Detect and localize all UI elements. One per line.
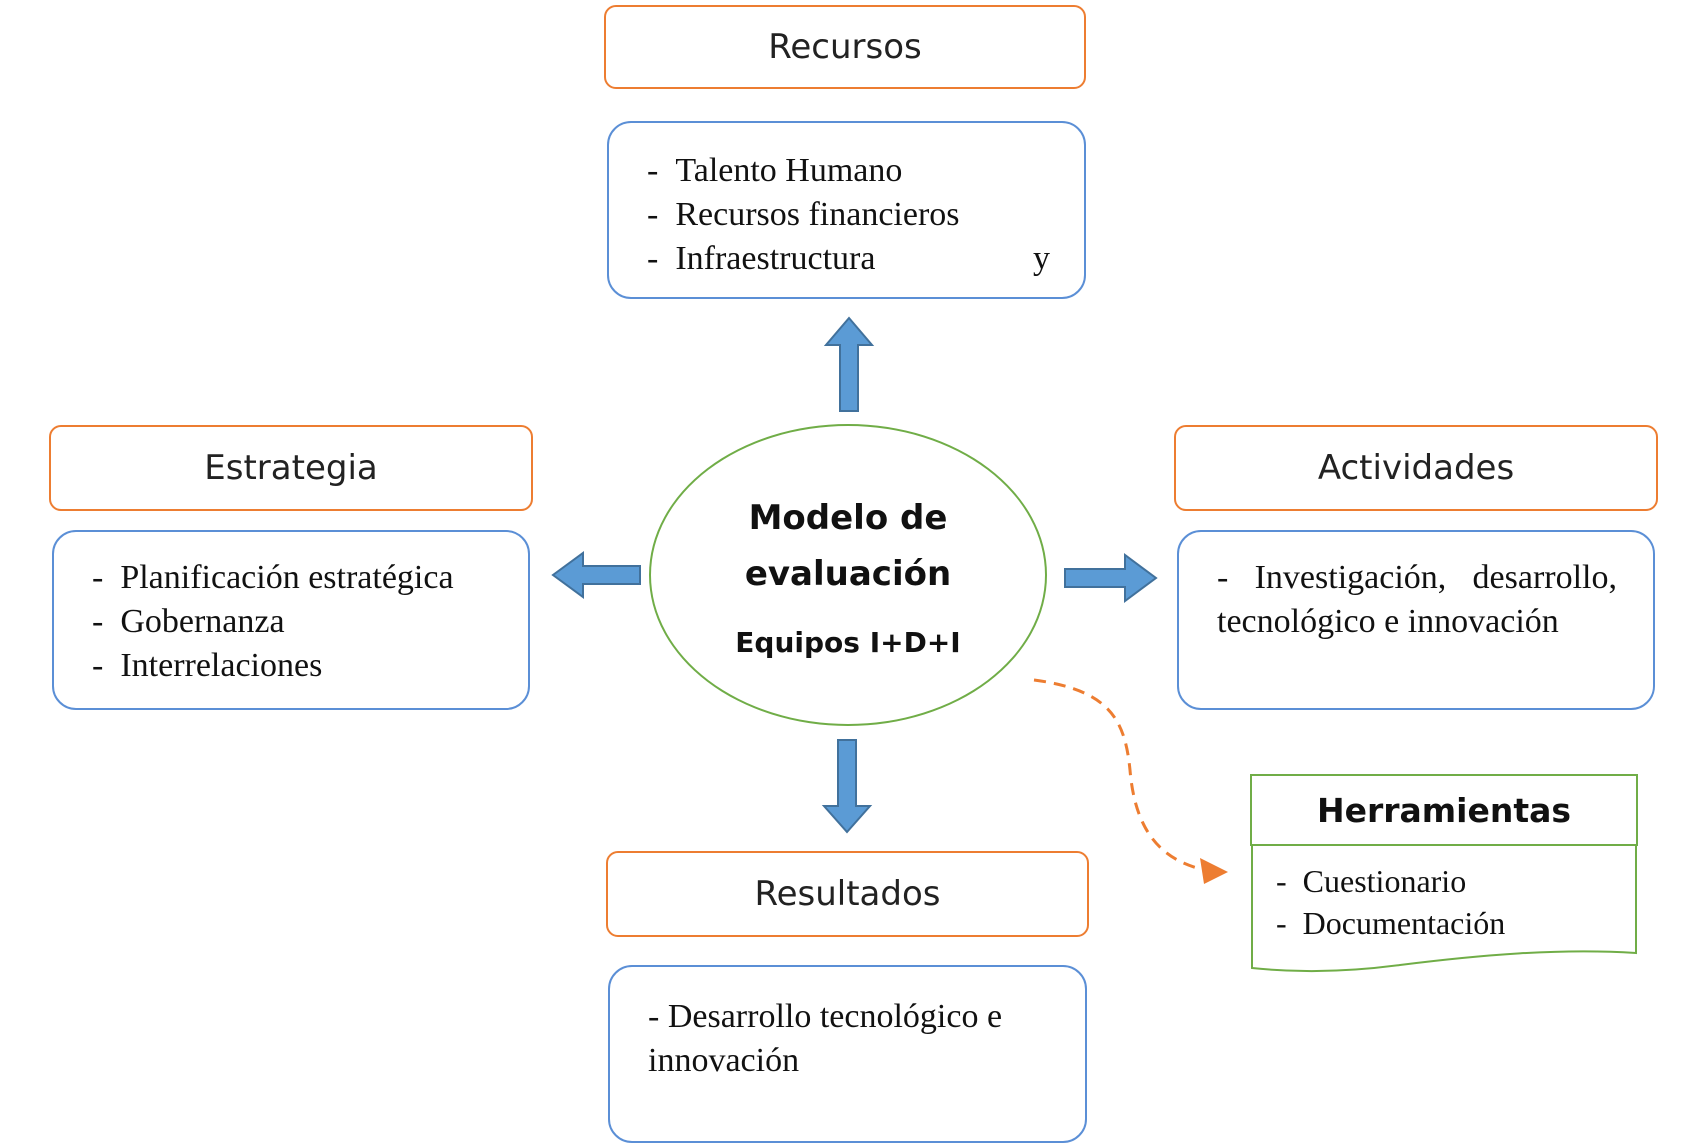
center-title-line2: evaluación — [744, 554, 952, 594]
list-item: Infraestructura — [647, 237, 1054, 281]
center-title-line1: Modelo de — [748, 498, 948, 538]
list-item: Planificación estratégica — [92, 556, 508, 600]
list-item: Interrelaciones — [92, 644, 508, 688]
actividades-header-label: Actividades — [1317, 448, 1515, 488]
actividades-body: Investigación, desarrollo, tecnológico e… — [1177, 530, 1655, 710]
center-subtitle: Equipos I+D+I — [735, 626, 961, 659]
resultados-body: Desarrollo tecnológico e innovación — [608, 965, 1087, 1143]
arrow-right — [1064, 553, 1158, 603]
herramientas-list: Cuestionario Documentación — [1276, 860, 1628, 944]
arrow-left — [551, 551, 641, 599]
estrategia-body: Planificación estratégica Gobernanza Int… — [52, 530, 530, 710]
center-title: Modelo de evaluación — [651, 490, 1045, 602]
estrategia-header: Estrategia — [49, 425, 533, 511]
recursos-header: Recursos — [604, 5, 1086, 89]
recursos-header-label: Recursos — [768, 27, 922, 67]
resultados-text: Desarrollo tecnológico e innovación — [648, 995, 1055, 1083]
recursos-list: Talento Humano Recursos financieros Infr… — [647, 149, 1054, 281]
estrategia-list: Planificación estratégica Gobernanza Int… — [92, 556, 508, 688]
list-item: Talento Humano — [647, 149, 1054, 193]
center-ellipse: Modelo de evaluación Equipos I+D+I — [649, 424, 1047, 726]
herramientas-header: Herramientas — [1250, 774, 1638, 846]
list-item: Cuestionario — [1276, 860, 1628, 902]
resultados-header-label: Resultados — [754, 874, 941, 914]
actividades-text: Investigación, desarrollo, tecnológico e… — [1217, 556, 1617, 644]
arrow-up — [823, 316, 875, 412]
actividades-header: Actividades — [1174, 425, 1658, 511]
resultados-header: Resultados — [606, 851, 1089, 937]
herramientas-body: Cuestionario Documentación — [1258, 860, 1628, 941]
estrategia-header-label: Estrategia — [204, 448, 378, 488]
list-item: Gobernanza — [92, 600, 508, 644]
list-item: Documentación — [1276, 902, 1628, 944]
arrow-down — [821, 739, 873, 834]
dashed-arrowhead — [1200, 858, 1228, 884]
list-item: Recursos financieros — [647, 193, 1054, 237]
dashed-arrow-to-tools — [1033, 678, 1206, 872]
recursos-trailing-text: y — [1033, 240, 1050, 277]
herramientas-header-label: Herramientas — [1316, 790, 1572, 830]
recursos-body: Talento Humano Recursos financieros Infr… — [607, 121, 1086, 299]
